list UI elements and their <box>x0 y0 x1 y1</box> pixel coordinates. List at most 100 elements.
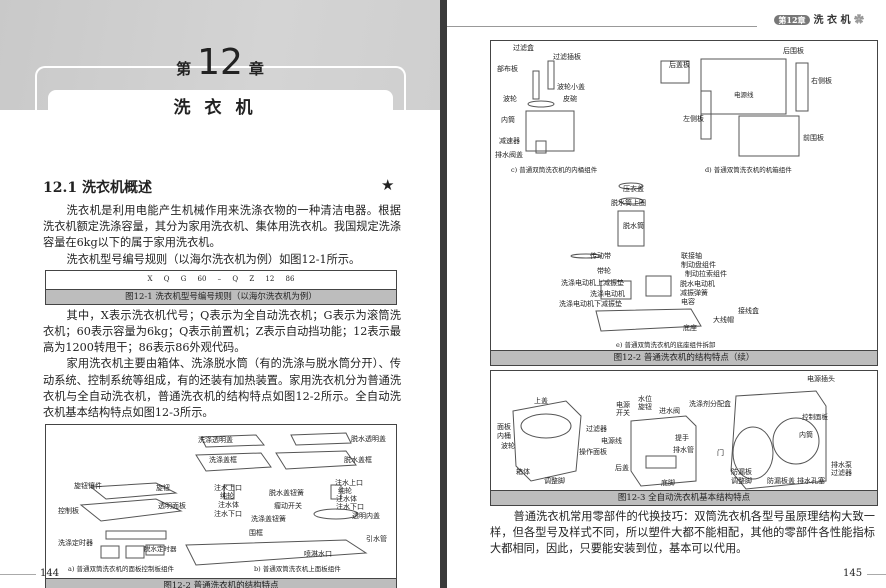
label: 电源 开关 <box>616 401 630 417</box>
running-header: 第12章洗 衣 机 ✿ <box>774 11 864 26</box>
label: 内桶 <box>497 432 511 440</box>
figure-caption: 图12-3 全自动洗衣机基本结构特点 <box>491 490 877 505</box>
label: 过滤器 <box>586 425 607 433</box>
figure-12-2: 洗涤透明盖 脱水透明盖 洗涤盖框 脱水盖框 旋钮镶件 旋钮 注水上口 纯轮 注水… <box>45 424 397 588</box>
page-arrow <box>0 574 36 575</box>
page-number: 144 <box>40 568 60 579</box>
label: 接线盒 <box>738 307 759 315</box>
label: 波轮 <box>503 95 517 103</box>
label: 排水管 <box>673 446 694 454</box>
label: 注水体 <box>218 501 239 510</box>
label: 过滤插板 <box>553 53 581 61</box>
section-heading: 12.1 洗衣机概述 <box>43 180 152 196</box>
label: 脱水盖框 <box>344 456 372 465</box>
label: 部布板 <box>497 65 518 73</box>
label: 瘤动开关 <box>274 502 302 511</box>
label: 后盖板 <box>669 61 690 69</box>
label: 洗涤剂分配盒 <box>689 400 731 408</box>
label: 排水泵 过滤器 <box>831 461 852 477</box>
figure-caption: 图12-2 普通洗衣机的结构特点 <box>46 578 396 588</box>
label: 电源线 <box>601 437 622 445</box>
label: 洗涤盖框 <box>209 456 237 465</box>
label: 制动盘组件 <box>681 261 716 269</box>
paragraph-model-explain: 其中，X表示洗衣机代号；Q表示为全自动洗衣机；G表示为滚筒洗衣机；60表示容量为… <box>43 308 401 355</box>
running-header-title: 洗 衣 机 <box>813 15 851 26</box>
label: 内筒 <box>799 431 813 439</box>
chapter-number-value: 12 <box>197 42 243 83</box>
label: 喷淋水口 <box>304 550 332 559</box>
subfigure-d-caption: d) 普通双筒洗衣机的机箱组件 <box>705 166 792 174</box>
label: 电源线 <box>734 91 754 99</box>
label: 引水管 <box>366 535 387 544</box>
label: 洗涤电动机上减振垫 <box>561 279 624 287</box>
label: 箱体 <box>516 468 530 476</box>
label: 后盖 <box>615 464 629 472</box>
chapter-badge: 第12章 <box>774 15 810 25</box>
label: 底脚 <box>661 479 675 487</box>
label: 电容 <box>681 298 695 306</box>
figure-caption: 图12-1 洗衣机型号编号规则（以海尔洗衣机为例） <box>46 288 396 304</box>
label: 左侧板 <box>683 115 704 123</box>
label: 联接轴 <box>681 252 702 260</box>
label: 控制面板 <box>802 413 828 421</box>
label: 调整脚 <box>731 477 752 485</box>
figure-caption: 图12-2 普通洗衣机的结构特点（续） <box>491 350 877 365</box>
label: 上盖 <box>534 397 548 405</box>
label: 制动拉索组件 <box>685 270 727 278</box>
label: 防漏板盖 <box>767 477 795 485</box>
label: 洗涤透明盖 <box>198 436 233 445</box>
label: 注水上口 <box>335 479 363 488</box>
label: 注水体 <box>336 495 357 504</box>
label: 波轮小盖 <box>557 83 585 91</box>
label: 纯轮 <box>338 487 352 496</box>
label: 脱水筒 <box>623 222 644 230</box>
chapter-prefix: 第 <box>176 60 192 78</box>
label: 排水阀盖 <box>495 151 523 159</box>
figure-12-2-drawing <box>79 432 368 566</box>
chapter-header-frame <box>35 66 406 112</box>
page-number: 145 <box>843 568 863 579</box>
label: 面板 <box>497 423 511 431</box>
label: 减振弹簧 <box>680 289 708 297</box>
label: 脱水盖钮簧 <box>269 489 304 498</box>
label: 内筒 <box>501 116 515 124</box>
label: 脱水筒上圈 <box>611 199 646 207</box>
label: 操作面板 <box>579 448 607 456</box>
label: 旋钮 <box>156 484 170 493</box>
right-page: 第12章洗 衣 机 ✿ 过滤盒 过滤插板 部布板 波轮小盖 波轮 皮碗 内筒 减… <box>447 0 886 588</box>
label: 脱水电动机 <box>680 280 715 288</box>
label: 洗涤电动机 <box>590 290 625 298</box>
label: 注水下口 <box>336 503 364 512</box>
label: 纯轮 <box>220 492 234 501</box>
figure-12-2-continued: 过滤盒 过滤插板 部布板 波轮小盖 波轮 皮碗 内筒 减速器 排水阀盖 c) 普… <box>490 40 878 366</box>
label: 水位 旋钮 <box>638 395 652 411</box>
label: 洗涤电动机下减振垫 <box>559 300 622 308</box>
figure-12-2-cont-drawing <box>525 58 809 332</box>
figure-12-3: 上盖 面板 内桶 过滤器 波轮 操作面板 箱体 调整脚 电源 开关 水位 旋钮 … <box>490 370 878 506</box>
label: 底座 <box>683 324 697 332</box>
paragraph-model-rule: 洗衣机型号编号规则（以海尔洗衣机为例）如图12-1所示。 <box>66 252 361 266</box>
label: 控制板 <box>58 507 79 516</box>
label: 透明内盖 <box>352 512 380 521</box>
chapter-suffix: 章 <box>248 60 264 78</box>
subfigure-e-caption: e) 普通双筒洗衣机的底座组件拆卸 <box>616 341 716 349</box>
label: 洗涤盖钮簧 <box>251 515 286 524</box>
label: 调整脚 <box>544 477 565 485</box>
header-rule <box>447 26 757 27</box>
label: 排水孔塞 <box>797 477 825 485</box>
model-code: X Q G 60 – Q Z 12 86 <box>147 274 295 283</box>
chapter-title: 洗衣机 <box>173 98 267 118</box>
flower-icon: ✿ <box>850 15 864 26</box>
label: 大线帽 <box>713 316 734 324</box>
label: 后围板 <box>783 47 804 55</box>
label: 电源插头 <box>807 375 835 383</box>
label: 脱水透明盖 <box>351 435 386 444</box>
label: 右侧板 <box>811 77 832 85</box>
label: 压衣盖 <box>623 185 644 193</box>
chapter-number: 第 12 章 <box>0 42 440 83</box>
label: 皮碗 <box>563 95 577 103</box>
label: 脱水定时器 <box>144 545 177 554</box>
page-arrow <box>867 574 886 575</box>
label: 减速器 <box>499 137 520 145</box>
label: 防漏板 <box>731 468 752 476</box>
